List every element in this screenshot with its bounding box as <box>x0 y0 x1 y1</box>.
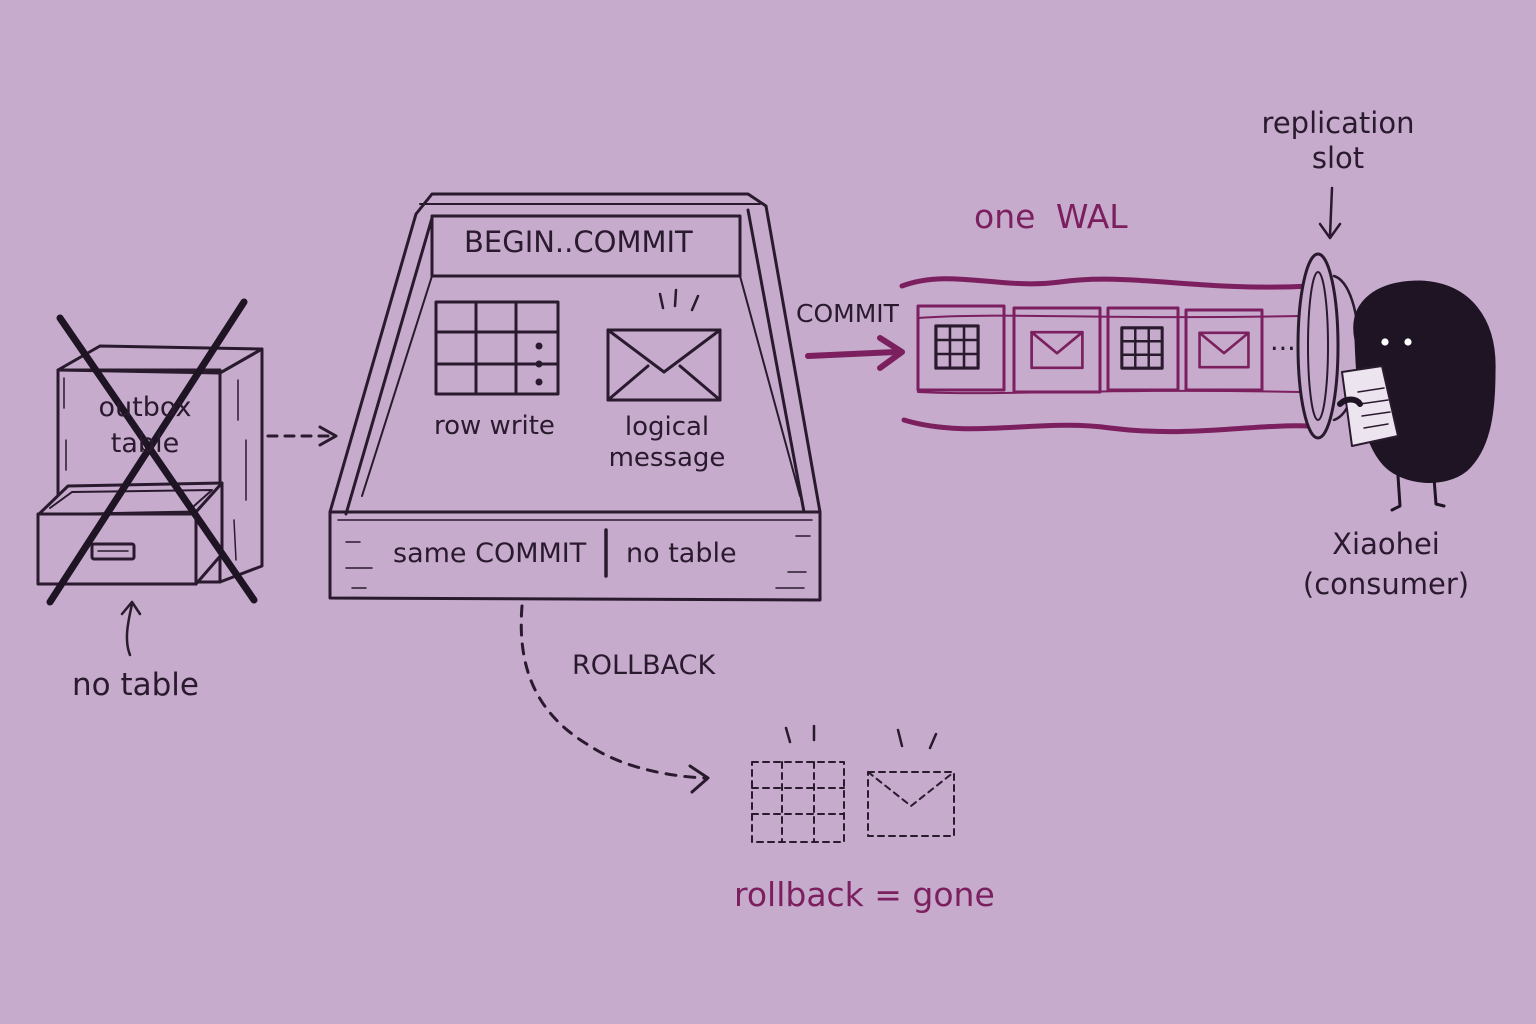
slot-pointer-arrow-icon <box>1318 186 1342 240</box>
logical-message-caption: logical message <box>608 412 726 474</box>
rolled-back-envelope-icon <box>867 728 955 837</box>
pointer-arrow-icon <box>120 600 142 657</box>
wal-record-message-icon <box>1198 331 1250 369</box>
filing-cabinet-icon <box>36 344 264 586</box>
replication-slot-label: replication slot <box>1261 106 1415 175</box>
rollback-arrow-label: ROLLBACK <box>572 650 716 681</box>
consumer-role-label: (consumer) <box>1302 567 1470 601</box>
no-table-caption: no table <box>72 667 199 703</box>
commit-arrow-label: COMMIT <box>796 299 899 328</box>
commit-arrow-icon <box>805 335 905 371</box>
transaction-tray-icon <box>328 192 822 602</box>
cross-out-icon <box>46 298 258 606</box>
no-table-footer-label: no table <box>626 538 737 569</box>
row-write-table-icon <box>434 300 560 396</box>
wal-record-row-write-icon <box>1120 326 1164 370</box>
dashed-arrow-icon <box>266 425 338 447</box>
wal-record-message-icon <box>1030 330 1084 370</box>
rollback-dashed-arrow-icon <box>519 604 710 794</box>
row-write-caption: row write <box>434 411 555 441</box>
wal-title: one WAL <box>974 197 1128 236</box>
same-commit-label: same COMMIT <box>393 538 587 569</box>
wal-records <box>916 304 1264 394</box>
wal-ellipsis: ... <box>1270 326 1296 357</box>
rolled-back-table-icon <box>751 724 845 843</box>
transaction-header-label: BEGIN..COMMIT <box>464 225 693 259</box>
xiaohei-character-icon <box>1337 280 1496 512</box>
wal-record-row-write-icon <box>934 324 980 370</box>
rollback-gone-caption: rollback = gone <box>734 875 995 914</box>
outbox-table-label: outbox table <box>98 392 192 460</box>
logical-message-envelope-icon <box>606 288 722 402</box>
consumer-name-label: Xiaohei <box>1332 527 1440 561</box>
